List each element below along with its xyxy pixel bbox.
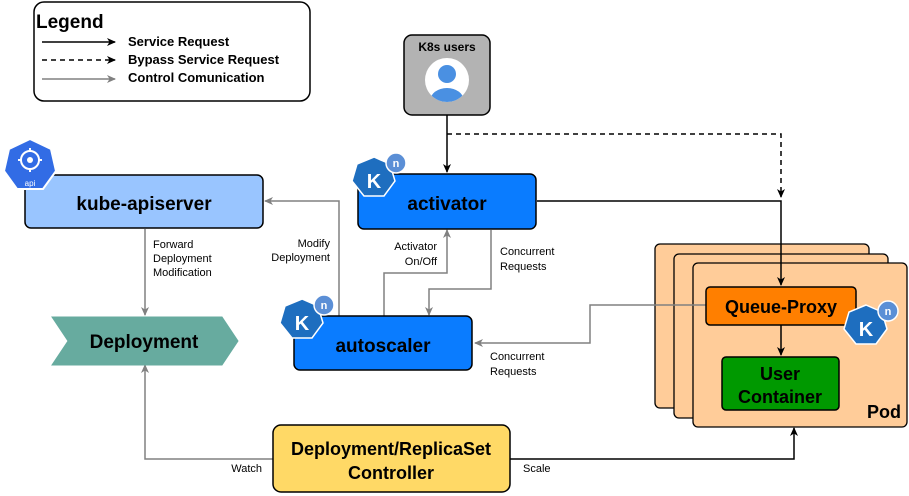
kubernetes-api-icon: api — [2, 137, 58, 190]
activator-label: activator — [407, 194, 487, 215]
legend-control-communication: Control Comunication — [128, 70, 265, 85]
user-container-box[interactable] — [721, 356, 840, 411]
edge-bypass-request — [447, 133, 785, 198]
queue-proxy-label: Queue-Proxy — [725, 297, 837, 317]
legend: Legend Service Request Bypass Service Re… — [33, 1, 311, 102]
label-concurrent-top-2: Requests — [500, 261, 547, 273]
deployment-shape[interactable] — [51, 316, 239, 366]
k8s-users-label: K8s users — [418, 40, 476, 54]
api-badge-text: api — [25, 179, 36, 188]
edge-autoscaler-to-apiserver — [264, 197, 340, 316]
label-concurrent-top-1: Concurrent — [500, 246, 554, 258]
kube-apiserver-node[interactable]: kube-apiserver api — [2, 137, 264, 229]
knative-n: n — [885, 306, 892, 318]
edge-labels: Forward Deployment Modification Modify D… — [153, 238, 554, 475]
label-forward-1: Forward — [153, 239, 193, 251]
knative-icon: K n — [843, 300, 899, 345]
edge-activator-to-queue-proxy — [537, 200, 785, 286]
label-forward-3: Modification — [153, 267, 212, 279]
edge-controller-scale-pod — [510, 427, 798, 460]
controller-box[interactable] — [272, 424, 511, 493]
legend-title: Legend — [36, 12, 104, 33]
deployment-label: Deployment — [90, 332, 199, 353]
legend-bypass-request: Bypass Service Request — [128, 52, 280, 67]
activator-node[interactable]: activator K n — [351, 152, 537, 230]
label-forward-2: Deployment — [153, 253, 212, 265]
label-concurrent-bottom-2: Requests — [490, 366, 537, 378]
user-container-label-2: Container — [738, 387, 822, 407]
label-activator-onoff-2: On/Off — [405, 256, 438, 268]
legend-box — [33, 1, 311, 102]
knative-k: K — [859, 319, 874, 341]
queue-proxy-node[interactable]: Queue-Proxy K n — [705, 286, 899, 345]
user-container-label-1: User — [760, 364, 800, 384]
knative-k: K — [367, 171, 382, 193]
edges — [141, 115, 798, 460]
label-modify-1: Modify — [298, 238, 331, 250]
knative-icon: K n — [279, 294, 335, 339]
label-modify-2: Deployment — [271, 252, 330, 264]
deployment-node[interactable]: Deployment — [51, 316, 239, 366]
edge-queue-proxy-to-autoscaler — [474, 304, 706, 347]
label-activator-onoff-1: Activator — [394, 241, 437, 253]
pod-label: Pod — [867, 402, 901, 422]
user-icon — [425, 58, 469, 102]
knative-k: K — [295, 313, 310, 335]
label-scale: Scale — [523, 463, 551, 475]
knative-n: n — [393, 158, 400, 170]
autoscaler-box[interactable] — [293, 315, 473, 371]
queue-proxy-box[interactable] — [705, 286, 857, 326]
kube-apiserver-label: kube-apiserver — [76, 194, 212, 215]
knative-icon: K n — [351, 152, 407, 197]
edge-controller-watch-deployment — [141, 364, 273, 460]
k8s-users-node[interactable]: K8s users — [403, 34, 491, 116]
edge-autoscaler-to-activator — [383, 229, 451, 316]
edge-activator-to-autoscaler — [425, 230, 492, 316]
controller-label-1: Deployment/ReplicaSet — [291, 439, 491, 459]
activator-box[interactable] — [357, 173, 537, 230]
knative-n: n — [321, 300, 328, 312]
label-watch: Watch — [231, 463, 262, 475]
kube-apiserver-box[interactable] — [24, 174, 264, 229]
user-container-node[interactable]: User Container — [721, 356, 840, 411]
controller-node[interactable]: Deployment/ReplicaSet Controller — [272, 424, 511, 493]
autoscaler-node[interactable]: autoscaler K n — [279, 294, 473, 371]
label-concurrent-bottom-1: Concurrent — [490, 351, 544, 363]
controller-label-2: Controller — [348, 463, 434, 483]
autoscaler-label: autoscaler — [335, 336, 431, 357]
legend-service-request: Service Request — [128, 34, 230, 49]
